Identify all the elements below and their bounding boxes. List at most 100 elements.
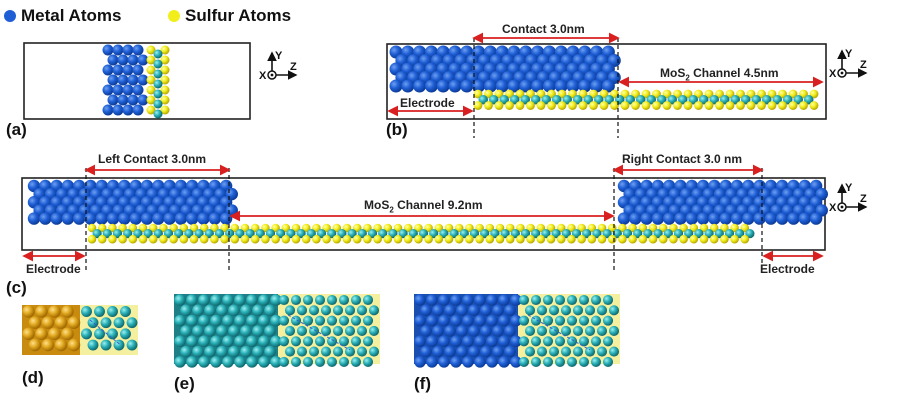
substrate-atom: [222, 294, 234, 306]
metal-atom: [102, 64, 114, 76]
metal-atom: [787, 212, 800, 225]
metal-atom: [39, 212, 52, 225]
molybdenum-atom: [510, 229, 520, 239]
molybdenum-atom: [554, 315, 566, 326]
substrate-atom: [480, 345, 492, 358]
molybdenum-atom: [667, 95, 677, 105]
substrate-atom: [246, 314, 258, 327]
sulfur-atom: [484, 101, 493, 110]
substrate-atom: [216, 345, 228, 358]
unit-cell-line: [287, 314, 351, 351]
substrate-atom: [41, 338, 55, 352]
sulfur-atom: [424, 234, 433, 244]
substrate-atom: [480, 325, 492, 337]
substrate-atom: [174, 335, 186, 348]
metal-atom: [617, 212, 631, 225]
sulfur-atom: [720, 234, 729, 244]
sulfur-atom: [454, 234, 464, 244]
sulfur-atom: [620, 101, 630, 110]
molybdenum-atom: [500, 229, 510, 239]
molybdenum-atom: [541, 95, 551, 105]
channel-material: MoS: [364, 198, 390, 212]
substrate-atom: [192, 325, 204, 337]
molybdenum-atom: [615, 95, 625, 105]
substrate-atom: [456, 304, 468, 317]
sulfur-atom: [160, 95, 170, 105]
sulfur-atom: [250, 234, 260, 244]
molybdenum-atom: [302, 356, 314, 367]
metal-atom: [601, 79, 615, 93]
substrate-atom: [498, 356, 510, 368]
sulfur-atom: [809, 101, 819, 110]
molybdenum-atom: [745, 229, 755, 239]
sulfur-atom: [403, 234, 413, 244]
molybdenum-atom: [278, 356, 290, 367]
panel-c-left-metal: [27, 179, 238, 225]
substrate-atom: [462, 314, 474, 327]
sulfur-atom: [515, 101, 525, 110]
x-axis-dot: [270, 73, 274, 77]
sulfur-atom-icon: [168, 10, 180, 22]
molybdenum-atom: [133, 229, 143, 239]
substrate-atom: [426, 335, 438, 348]
sulfur-atom: [160, 75, 170, 85]
metal-atom: [127, 74, 139, 86]
metal-atom: [84, 212, 97, 225]
molybdenum-atom: [536, 346, 548, 357]
right-electrode-label: Electrode: [760, 262, 815, 276]
sulfur-atom: [160, 105, 170, 115]
sulfur-atom: [607, 234, 617, 244]
metal-atom: [696, 212, 710, 225]
substrate-atom: [420, 304, 432, 317]
molybdenum-atom: [602, 336, 614, 347]
molybdenum-atom: [584, 325, 596, 336]
substrate-atom: [504, 325, 516, 337]
molybdenum-atom: [126, 317, 138, 329]
molybdenum-atom: [596, 325, 608, 336]
sulfur-atom: [757, 101, 766, 110]
panel-a-axes: YZX: [259, 50, 298, 82]
left-electrode-label: Electrode: [26, 262, 81, 276]
sulfur-atom: [689, 234, 699, 244]
sulfur-atom: [495, 234, 505, 244]
sulfur-atom: [220, 234, 229, 244]
sulfur-atom: [118, 234, 127, 244]
x-axis-label: X: [829, 202, 837, 214]
x-axis-dot: [840, 71, 844, 75]
molybdenum-atom: [314, 356, 326, 367]
substrate-atom: [240, 345, 252, 358]
metal-atom: [507, 79, 521, 93]
molybdenum-atom: [350, 336, 362, 347]
substrate-atom: [192, 345, 204, 358]
substrate-atom: [210, 294, 222, 306]
substrate-atom: [246, 356, 258, 368]
molybdenum-atom: [590, 315, 602, 326]
molybdenum-atom: [604, 95, 614, 105]
substrate-atom: [180, 304, 192, 317]
molybdenum-atom: [530, 315, 542, 326]
molybdenum-atom: [578, 315, 590, 326]
sulfur-atom: [587, 234, 597, 244]
panel-b-axes: YZX: [829, 48, 868, 80]
molybdenum-atom: [302, 336, 314, 347]
molybdenum-atom: [542, 315, 554, 326]
channel-length: Channel 4.5nm: [689, 66, 779, 80]
substrate-atom: [174, 314, 186, 327]
molybdenum-atom: [530, 356, 542, 367]
molybdenum-atom: [284, 346, 296, 357]
molybdenum-atom: [636, 95, 646, 105]
sulfur-atom: [199, 234, 209, 244]
molybdenum-atom: [694, 229, 704, 239]
sulfur-atom: [597, 234, 607, 244]
molybdenum-atom: [184, 229, 194, 239]
molybdenum-atom: [578, 336, 590, 347]
sulfur-atom: [169, 234, 178, 244]
substrate-atom: [498, 314, 510, 327]
metal-atom: [809, 212, 823, 225]
molybdenum-atom: [235, 229, 245, 239]
molybdenum-atom: [572, 305, 584, 316]
substrate-atom: [41, 316, 55, 329]
electrode-label-b: Electrode: [400, 96, 455, 110]
metal-atom: [132, 44, 144, 56]
panel-d-view: [22, 305, 138, 355]
